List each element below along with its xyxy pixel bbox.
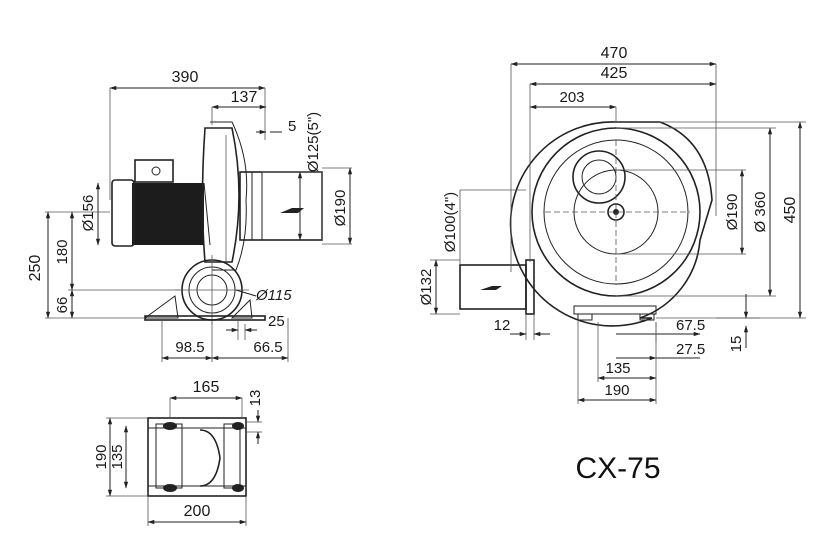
front-foot: [573, 305, 657, 321]
front-inlet-dia-label: Ø190: [724, 194, 741, 231]
foot-outer-label: 190: [604, 382, 629, 399]
axis-height-label: 180: [54, 239, 71, 264]
side-view: 390 137 5 Ø125(5") Ø190 Ø156 250 180 66 …: [27, 69, 353, 362]
outlet-duct: [239, 171, 323, 241]
flange-thk-label: 12: [494, 317, 511, 334]
width-bottom-label: 200: [184, 503, 211, 520]
front-outlet-duct: [459, 259, 535, 315]
front-view: 470 425 203 Ø190 Ø 360 450 Ø100(4") Ø132…: [418, 45, 806, 404]
total-height-label: 250: [27, 255, 44, 282]
base-foot: [143, 295, 266, 321]
foot-right-label: 66.5: [253, 339, 282, 356]
front-outlet-dia-in-label: Ø100(4"): [442, 192, 459, 252]
foot-b-label: 27.5: [676, 341, 705, 358]
motor-dia-label: Ø156: [80, 195, 97, 232]
outlet-flange-label: Ø132: [418, 269, 435, 306]
width-housing-label: 425: [601, 65, 628, 82]
foot-height-label: 15: [728, 336, 745, 353]
volute-housing: [201, 121, 248, 271]
overall-length-label: 390: [172, 69, 199, 86]
base-height-label: 66: [54, 297, 71, 314]
slot-label: 13: [247, 390, 264, 407]
foot-inner-label: 135: [605, 360, 630, 377]
model-label: CX-75: [575, 452, 660, 485]
foot-left-label: 98.5: [175, 339, 204, 356]
base-view: 165 13 190 135 200: [93, 379, 264, 526]
depth-inner-label: 135: [109, 444, 126, 469]
outlet-dia-in-label: Ø125(5"): [305, 112, 322, 172]
width-top-label: 165: [193, 379, 220, 396]
foot-offset-label: 25: [268, 313, 285, 330]
center-offset-label: 203: [559, 89, 584, 106]
height-total-label: 450: [782, 197, 799, 224]
foot-a-label: 67.5: [676, 317, 705, 334]
motor-body: [111, 159, 211, 247]
inlet-dia-label: Ø115: [255, 287, 292, 304]
housing-dia-label: Ø 360: [752, 192, 769, 233]
outlet-dia-label: Ø190: [332, 190, 349, 227]
depth-outer-label: 190: [93, 444, 110, 469]
width-total-label: 470: [601, 45, 628, 62]
flange-label: 5: [288, 118, 296, 135]
outlet-offset-label: 137: [231, 89, 258, 106]
